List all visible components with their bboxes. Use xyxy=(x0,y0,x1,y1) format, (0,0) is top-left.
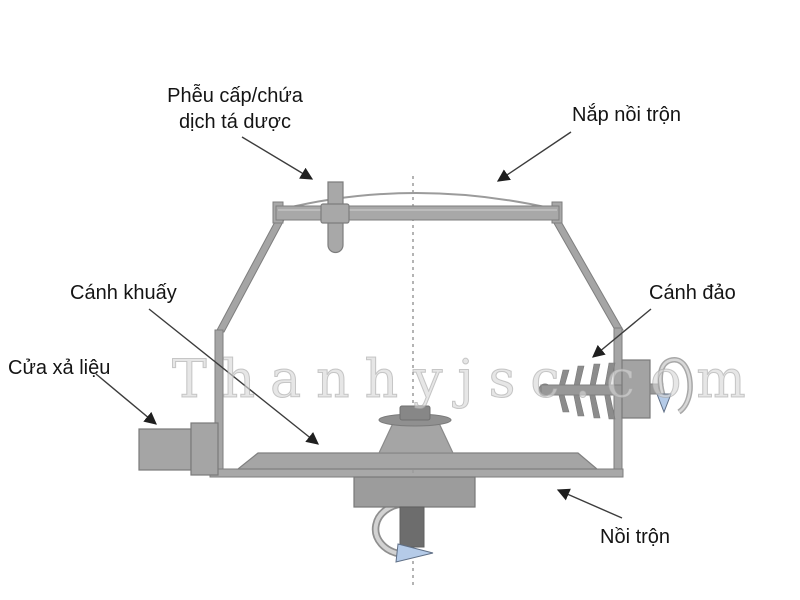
label-feed-funnel-line1: Phễu cấp/chứa xyxy=(167,85,303,107)
leader-lid-arrow xyxy=(496,131,572,182)
vessel-bottom-rim xyxy=(209,468,624,478)
bottom-rotation-arrowhead xyxy=(395,543,434,563)
label-discharge-door: Cửa xả liệu xyxy=(8,357,111,379)
leader-chopper-arrow xyxy=(592,308,652,358)
leader-discharge-arrow xyxy=(95,373,157,425)
label-stirrer: Cánh khuấy xyxy=(70,282,177,304)
chopper-shaft xyxy=(540,384,624,396)
impeller-cone xyxy=(378,405,454,454)
chopper-motor xyxy=(621,359,651,419)
label-lid: Nắp nồi trộn xyxy=(572,104,681,126)
drive-housing xyxy=(353,476,476,508)
chopper-blades xyxy=(557,362,616,420)
vessel-right-wall xyxy=(613,327,623,478)
impeller-hub xyxy=(399,405,431,421)
leader-arrows xyxy=(95,131,652,519)
drive-shaft xyxy=(399,506,425,548)
leader-pot-arrow xyxy=(556,488,623,519)
label-feed-funnel-line2: dịch tá dược xyxy=(178,111,292,133)
label-chopper: Cánh đảo xyxy=(649,282,736,304)
right-rotation-arrow xyxy=(656,357,693,415)
label-feed-funnel: Phễu cấp/chứa dịch tá dược xyxy=(140,83,330,135)
label-mixing-pot: Nồi trộn xyxy=(600,526,671,548)
vessel-walls xyxy=(209,217,624,478)
leader-funnel-arrow xyxy=(241,136,314,180)
right-rotation-arrowhead xyxy=(656,393,672,414)
vessel-lid-bar xyxy=(272,201,563,224)
feed-funnel xyxy=(320,181,350,254)
bottom-plate-blade xyxy=(236,452,599,470)
leader-stirrer-arrow xyxy=(148,308,319,445)
discharge-port xyxy=(138,422,219,476)
vessel-dome xyxy=(282,192,555,210)
chopper-assembly xyxy=(538,357,693,420)
